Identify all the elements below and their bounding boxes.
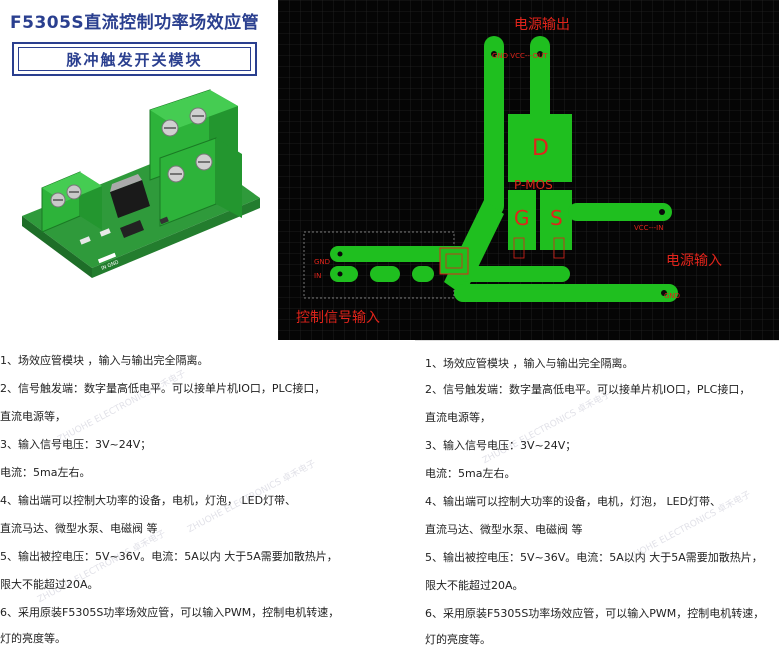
- spec-line: 3、输入信号电压：3V~24V；: [0, 438, 152, 451]
- spec-line: 直流马达、微型水泵、电磁阀 等: [425, 523, 583, 536]
- spec-line: 限大不能超过20A。: [425, 579, 524, 592]
- control-in-pin-label: IN: [314, 272, 322, 280]
- spec-line: 2、信号触发端：数字量高低电平。可以接单片机IO口，PLC接口，: [0, 382, 326, 395]
- spec-line: 3、输入信号电压：3V~24V；: [425, 439, 577, 452]
- gate-label: G: [514, 206, 530, 230]
- spec-line: 1、场效应管模块 ，输入与输出完全隔离。: [425, 357, 634, 370]
- product-subtitle: 脉冲触发开关模块: [66, 50, 203, 69]
- spec-line: 6、采用原装F5305S功率场效应管，可以输入PWM，控制电机转速，: [425, 607, 765, 620]
- spec-line: 电流：5ma左右。: [425, 467, 516, 480]
- vcc-in-pin-label: VCC---IN: [634, 224, 664, 232]
- gnd-pin-label: GND: [664, 292, 681, 300]
- spec-line: 2、信号触发端：数字量高低电平。可以接单片机IO口，PLC接口，: [425, 383, 751, 396]
- output-pins-label: GND VCC---OUT: [492, 52, 548, 60]
- spec-line: 限大不能超过20A。: [0, 578, 99, 591]
- spec-line: 5、输出被控电压：5V~36V。电流：5A以内 大于5A需要加散热片，: [425, 551, 763, 564]
- spec-line: 6、采用原装F5305S功率场效应管，可以输入PWM，控制电机转速，: [0, 606, 340, 619]
- spec-line: 直流电源等，: [425, 411, 491, 424]
- product-panel: F5305S直流控制功率场效应管 脉冲触发开关模块: [0, 0, 278, 340]
- mosfet-board-image: IN GND: [22, 89, 260, 278]
- specs-left-column: ZHUOHE ELECTRONICS 卓禾电子 ZHUOHE ELECTRONI…: [0, 340, 415, 648]
- spec-line: 直流电源等，: [0, 410, 66, 423]
- spec-line: 4、输出端可以控制大功率的设备，电机，灯泡， LED灯带、: [0, 494, 297, 507]
- spec-line: 灯的亮度等。: [425, 633, 491, 646]
- spec-line: 5、输出被控电压：5V~36V。电流：5A以内 大于5A需要加散热片，: [0, 550, 338, 563]
- pcb-layout-panel: 电源输出 GND VCC---OUT D P-MOS G S VCC---IN …: [278, 0, 779, 340]
- spec-line: 1、场效应管模块 ，输入与输出完全隔离。: [0, 354, 209, 367]
- pmos-label: P-MOS: [514, 178, 553, 192]
- spec-line: 灯的亮度等。: [0, 632, 66, 645]
- spec-line: 电流：5ma左右。: [0, 466, 91, 479]
- product-title: F5305S直流控制功率场效应管: [10, 13, 260, 33]
- spec-line: 直流马达、微型水泵、电磁阀 等: [0, 522, 158, 535]
- drain-label: D: [532, 136, 549, 161]
- control-gnd-pin-label: GND: [314, 258, 331, 266]
- control-input-label: 控制信号输入: [296, 310, 380, 326]
- source-label: S: [550, 206, 563, 230]
- product-subtitle-box: 脉冲触发开关模块: [12, 42, 257, 76]
- spec-line: 4、输出端可以控制大功率的设备，电机，灯泡， LED灯带、: [425, 495, 722, 508]
- power-input-label: 电源输入: [666, 253, 722, 269]
- power-output-label: 电源输出: [514, 17, 570, 33]
- specs-right-column: ZHUOHE ELECTRONICS 卓禾电子 ZHUOHE ELECTRONI…: [415, 340, 779, 649]
- pcb-traces: [278, 0, 779, 340]
